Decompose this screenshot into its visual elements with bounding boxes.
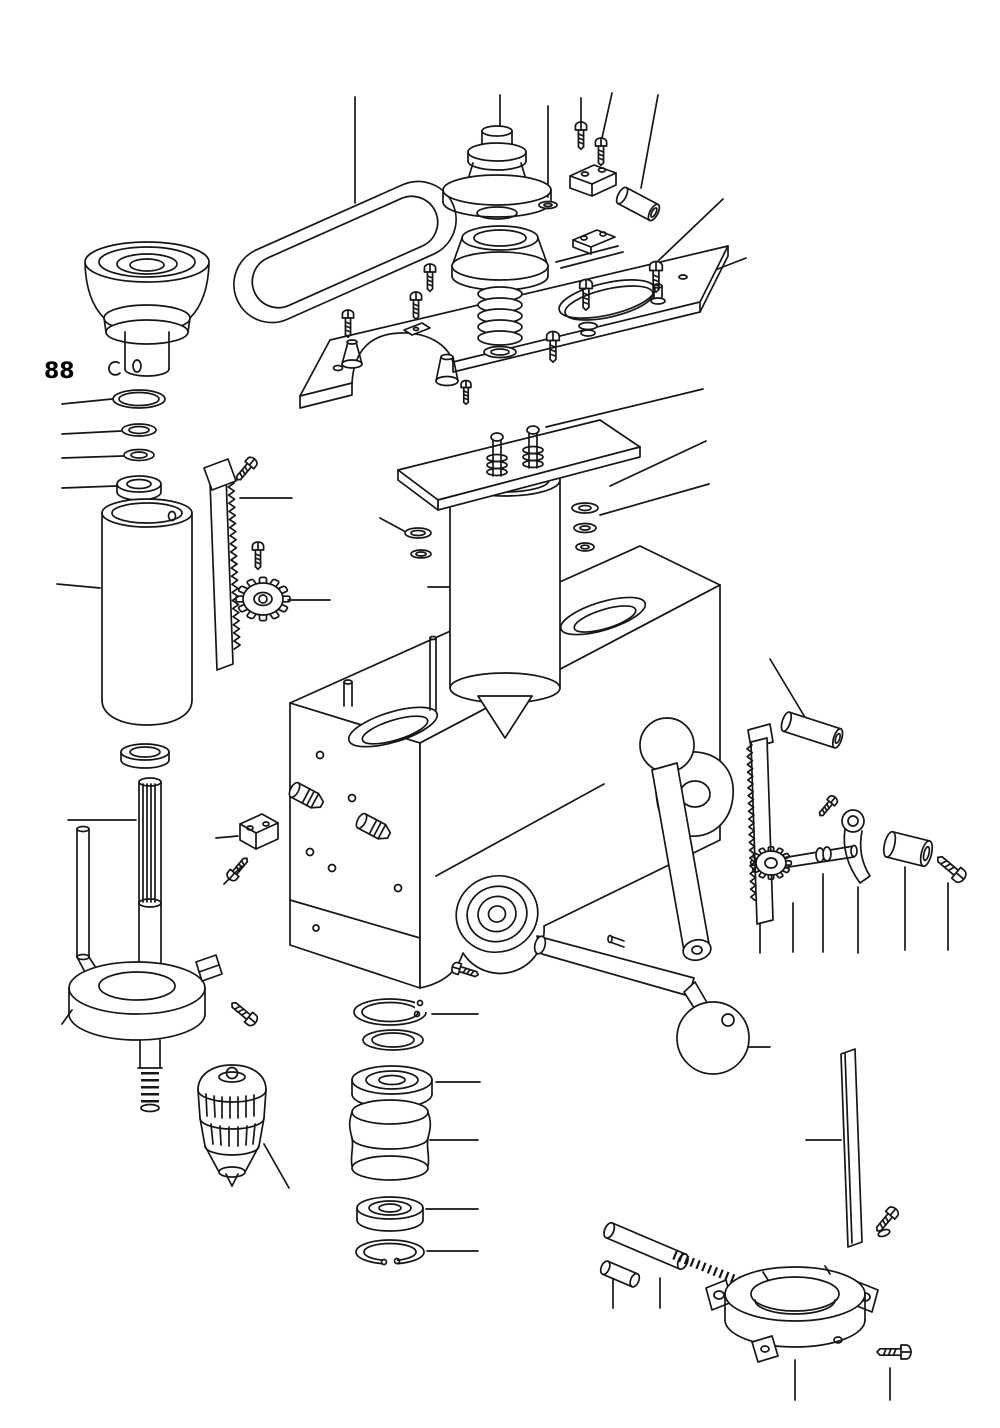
depth-stop-bar [841,1049,902,1247]
column-clamp-collar [706,1266,912,1362]
washer-bearing-stack [113,390,165,500]
plate-screws [341,260,664,405]
spindle-mount-plate [398,420,640,510]
top-hardware [570,121,662,223]
screw [341,309,355,338]
adjustment-slot [556,246,623,268]
screw [574,121,588,150]
screw [594,137,608,166]
drive-belt [222,169,469,334]
feed-handle-assembly [533,718,749,1074]
spindle-tip [478,696,532,738]
pivot-pin [779,711,844,749]
spindle-boss [448,867,547,962]
clamp-side-screw [876,1344,912,1360]
arm-hub [681,937,713,962]
lower-cone-pulley [452,226,548,290]
drill-chuck [198,1065,266,1186]
part-number-label: 88 [44,359,75,384]
switch-bracket [573,230,615,254]
cable-clamp-block [570,165,616,196]
oiler-washers [405,528,431,558]
ball-bearing [352,1066,432,1108]
top-boss-left [345,699,442,755]
casting-hole [313,925,319,931]
grip-sleeve [599,1260,641,1289]
casting-hole [317,752,324,759]
crossbar [602,1221,690,1271]
screw [460,379,472,405]
bottom-bearing-stack [350,999,432,1267]
screw [409,291,423,320]
top-boss-right [557,590,649,643]
angle-clip [404,323,430,335]
return-stud [523,426,543,468]
bracket-screw [224,853,252,884]
shaft-threaded-end [138,1040,162,1112]
casting-hole [307,849,314,856]
snap-ring [354,999,431,1025]
washer-set [572,503,598,551]
pulley-cap [482,126,512,136]
shaft-clamp-collar [69,955,261,1040]
rack-block [204,459,236,490]
spring-washer [579,323,597,337]
plate-hole [334,366,343,371]
screw [423,263,437,292]
casting-hole [329,865,336,872]
rack-strip [204,454,260,670]
rubber-boot [350,1100,431,1180]
set-screw [815,793,840,820]
quill-housing-cylinder [450,464,560,738]
spindle-pinion-gear [235,541,291,622]
plate-hole [679,275,687,279]
washer [363,1030,423,1050]
return-stud [487,433,507,476]
rack-screw [232,454,260,485]
washer [877,1228,890,1238]
handle-ball [677,1002,749,1074]
lock-screw [932,851,970,886]
callout-leader-lines [57,93,948,1400]
flat-washer [539,202,557,209]
guide-cone [342,340,362,368]
handle-knob [640,718,694,772]
pinion-cluster [747,711,970,924]
threaded-shank [674,1255,754,1287]
gear-screw [251,541,265,570]
collar-clamp-screw [227,997,261,1029]
clamp-ear [752,1336,778,1362]
retaining-pin [608,936,624,948]
pivot-sleeve [882,831,935,868]
ball-bearing [357,1197,423,1231]
casting-hole [349,795,356,802]
return-spring [478,287,522,345]
stop-rod [77,827,96,975]
spindle-pulley [85,242,209,376]
detent-pins [287,781,392,843]
guide-cone [436,355,458,386]
retaining-clip-88 [109,362,120,375]
top-stud-pin [344,680,352,706]
washer [122,424,156,436]
spring-seat-ring [484,347,516,358]
washer [124,450,154,461]
spacer-ring [121,744,169,768]
spacer-pin [614,186,661,223]
mount-bracket [224,814,278,884]
handle-crossbar [533,935,694,996]
top-stud-pin [430,637,436,711]
casting-hole [395,885,402,892]
snap-ring [113,390,165,408]
snap-ring [356,1240,424,1267]
motor-pulley-assembly [443,126,557,358]
clamp-lever [842,810,870,883]
ball-bearing [117,476,161,500]
pinion-gear-shaft [750,846,857,880]
spindle-shaft [139,778,161,964]
return-rack [747,724,773,924]
quill-sleeve [102,499,192,725]
